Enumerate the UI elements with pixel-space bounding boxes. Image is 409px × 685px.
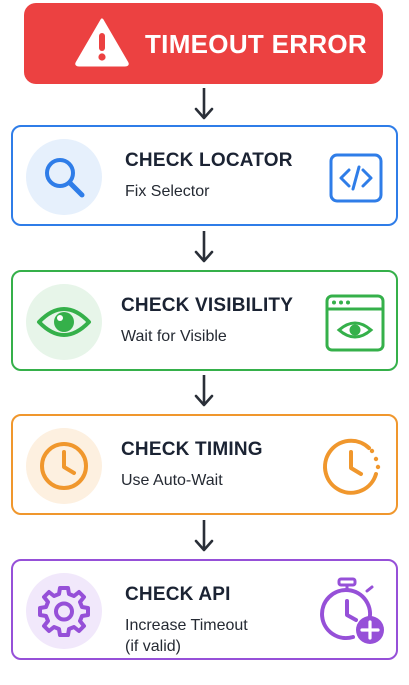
- flow-arrow: [194, 520, 214, 552]
- warning-icon: [75, 18, 129, 67]
- step-subtitle: Wait for Visible: [121, 328, 227, 345]
- flow-arrow: [194, 88, 214, 120]
- step-subtitle: Fix Selector: [125, 183, 210, 200]
- step-check-locator: CHECK LOCATOR Fix Selector: [11, 125, 398, 226]
- clock-icon-circle: [26, 428, 102, 504]
- flow-arrow: [194, 231, 214, 263]
- step-subtitle: Use Auto-Wait: [121, 472, 223, 489]
- eye-icon-circle: [26, 284, 102, 360]
- step-subtitle-line-1: Increase Timeout: [125, 617, 248, 634]
- timeout-error-header: TIMEOUT ERROR: [24, 3, 383, 84]
- clock-icon: [40, 442, 88, 490]
- code-icon: [329, 153, 383, 203]
- step-check-timing: CHECK TIMING Use Auto-Wait: [11, 414, 398, 515]
- step-title: CHECK LOCATOR: [125, 150, 293, 171]
- search-icon: [45, 158, 85, 198]
- gear-icon-circle: [26, 573, 102, 649]
- step-check-visibility: CHECK VISIBILITY Wait for Visible: [11, 270, 398, 371]
- clock-refresh-icon: [323, 438, 381, 495]
- step-title: CHECK API: [125, 584, 231, 605]
- step-title: CHECK TIMING: [121, 439, 263, 460]
- step-subtitle-line-2: (if valid): [125, 638, 182, 655]
- step-title: CHECK VISIBILITY: [121, 295, 294, 316]
- stopwatch-plus-icon: [320, 577, 384, 644]
- header-title: TIMEOUT ERROR: [145, 29, 368, 59]
- flow-arrow: [194, 375, 214, 407]
- search-icon-circle: [26, 139, 102, 215]
- eye-icon: [37, 307, 91, 337]
- gear-icon: [38, 586, 90, 637]
- step-check-api: CHECK API Increase Timeout (if valid): [11, 559, 398, 660]
- browser-eye-icon: [325, 294, 385, 352]
- step-subtitle: Increase Timeout (if valid): [125, 615, 248, 657]
